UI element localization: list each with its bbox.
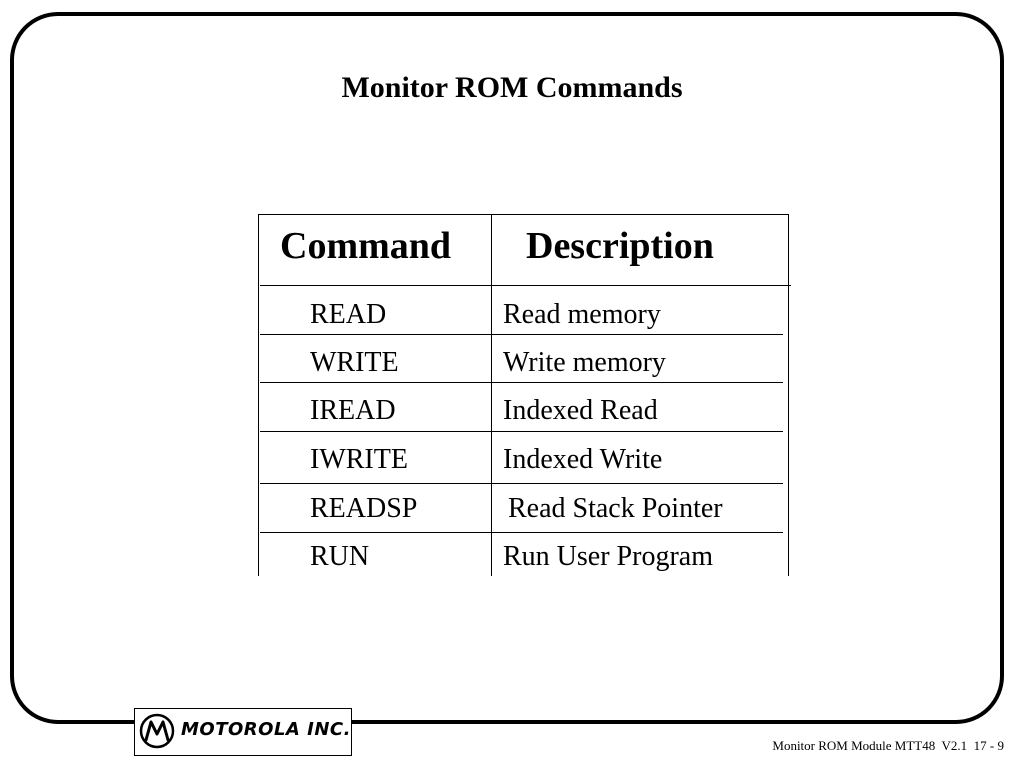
slide-title: Monitor ROM Commands [341,71,683,104]
table-row-divider [260,483,783,484]
table-row-divider [260,334,783,335]
description-cell: Read Stack Pointer [508,493,723,524]
motorola-logo: MOTOROLA INC. [134,708,352,756]
description-cell: Write memory [503,347,666,378]
description-column-header: Description [526,225,714,267]
command-cell: IREAD [310,395,396,426]
description-cell: Indexed Read [503,395,658,426]
motorola-batwing-icon [139,713,175,749]
slide-footer: Monitor ROM Module MTT48 V2.1 17 - 9 [772,738,1004,753]
description-cell: Indexed Write [503,444,663,475]
table-right-border [788,214,789,576]
table-column-divider [491,214,492,576]
motorola-logo-text: MOTOROLA INC. [181,719,351,740]
table-row-divider [260,382,783,383]
table-header-divider [260,285,791,286]
table-row-divider [260,532,783,533]
table-row-divider [260,431,783,432]
description-cell: Read memory [503,299,661,330]
table-top-border [258,214,789,215]
command-cell: READSP [310,493,418,524]
command-cell: RUN [310,541,370,572]
description-cell: Run User Program [503,541,713,572]
table-left-border [258,214,259,576]
command-column-header: Command [280,225,452,267]
command-cell: WRITE [310,347,399,378]
command-cell: READ [310,299,387,330]
slide-frame [10,12,1004,724]
commands-table: Command Description READ Read memory WRI… [258,214,791,576]
command-cell: IWRITE [310,444,408,475]
